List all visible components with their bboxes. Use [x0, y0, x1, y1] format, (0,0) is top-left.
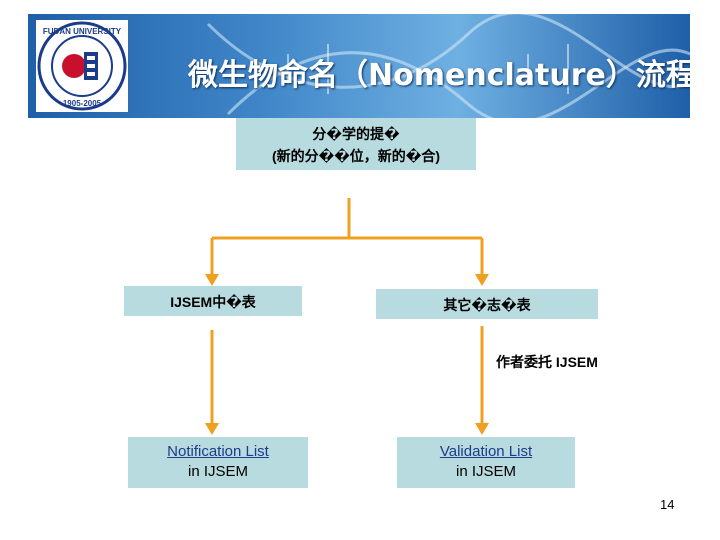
node-validation-list: Validation List in IJSEM	[397, 437, 575, 488]
validation-list-sub: in IJSEM	[397, 463, 575, 480]
validation-list-link[interactable]: Validation List	[397, 443, 575, 460]
arrow-left-bottom-icon	[205, 423, 219, 435]
node-other-journal-label: 其它�志�表	[376, 295, 598, 315]
node-other-journal-publish: 其它�志�表	[376, 289, 598, 319]
arrow-right-mid-icon	[475, 274, 489, 286]
arrow-left-mid-icon	[205, 274, 219, 286]
node-notification-list: Notification List in IJSEM	[128, 437, 308, 488]
arrow-right-bottom-icon	[475, 423, 489, 435]
top-node-line1: 分�学的提�	[236, 124, 476, 144]
author-delegate-note: 作者委托 IJSEM	[496, 352, 598, 372]
page-number: 14	[660, 497, 674, 512]
top-node-line2: (新的分��位，新的�合)	[236, 146, 476, 166]
notification-list-link[interactable]: Notification List	[128, 443, 308, 460]
node-ijsem-publish: IJSEM中�表	[124, 286, 302, 316]
node-ijsem-publish-label: IJSEM中�表	[124, 292, 302, 312]
top-node-proposal: 分�学的提� (新的分��位，新的�合)	[236, 118, 476, 170]
notification-list-sub: in IJSEM	[128, 463, 308, 480]
